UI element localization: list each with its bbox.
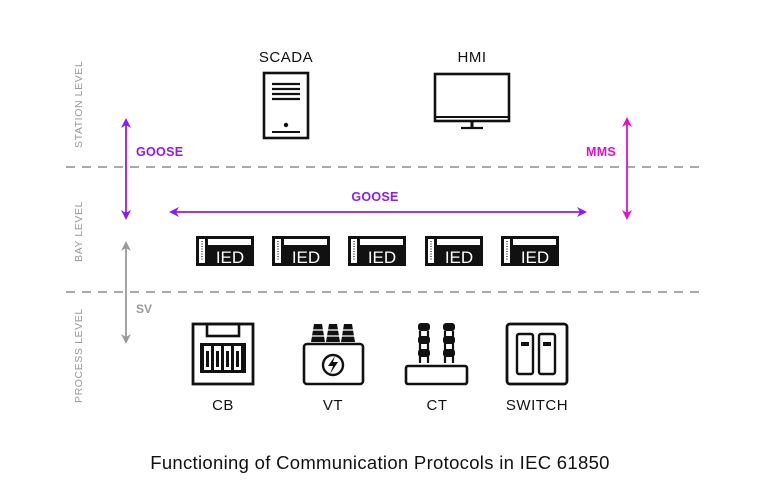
level-label-station: STATION LEVEL	[73, 61, 85, 148]
mms-label: MMS	[586, 145, 616, 159]
monitor-icon	[433, 72, 511, 130]
ct-label: CT	[427, 397, 448, 414]
ied-label: IED	[216, 248, 244, 267]
switch-icon	[505, 322, 569, 386]
current-transformer-icon	[404, 323, 469, 386]
scada-label: SCADA	[259, 49, 313, 66]
ied-device: IED	[196, 236, 254, 267]
circuit-breaker-icon	[191, 322, 255, 386]
cb-label: CB	[212, 397, 234, 414]
diagram-caption: Functioning of Communication Protocols i…	[150, 452, 610, 473]
ied-device: IED	[272, 236, 330, 267]
ied-label: IED	[368, 248, 396, 267]
ied-device: IED	[425, 236, 483, 267]
ied-device: IED	[348, 236, 406, 267]
level-label-process: PROCESS LEVEL	[73, 308, 85, 403]
ied-label: IED	[292, 248, 320, 267]
goose-horizontal-label: GOOSE	[351, 190, 398, 204]
ied-label: IED	[445, 248, 473, 267]
server-tower-icon	[262, 71, 310, 140]
switch-label: SWITCH	[506, 397, 568, 414]
hmi-label: HMI	[458, 49, 487, 66]
level-label-bay: BAY LEVEL	[73, 201, 85, 262]
vt-label: VT	[323, 397, 343, 414]
goose-vertical-label: GOOSE	[136, 145, 183, 159]
sv-label: SV	[136, 302, 152, 316]
ied-device: IED	[501, 236, 559, 267]
voltage-transformer-icon	[302, 324, 365, 386]
ied-label: IED	[521, 248, 549, 267]
